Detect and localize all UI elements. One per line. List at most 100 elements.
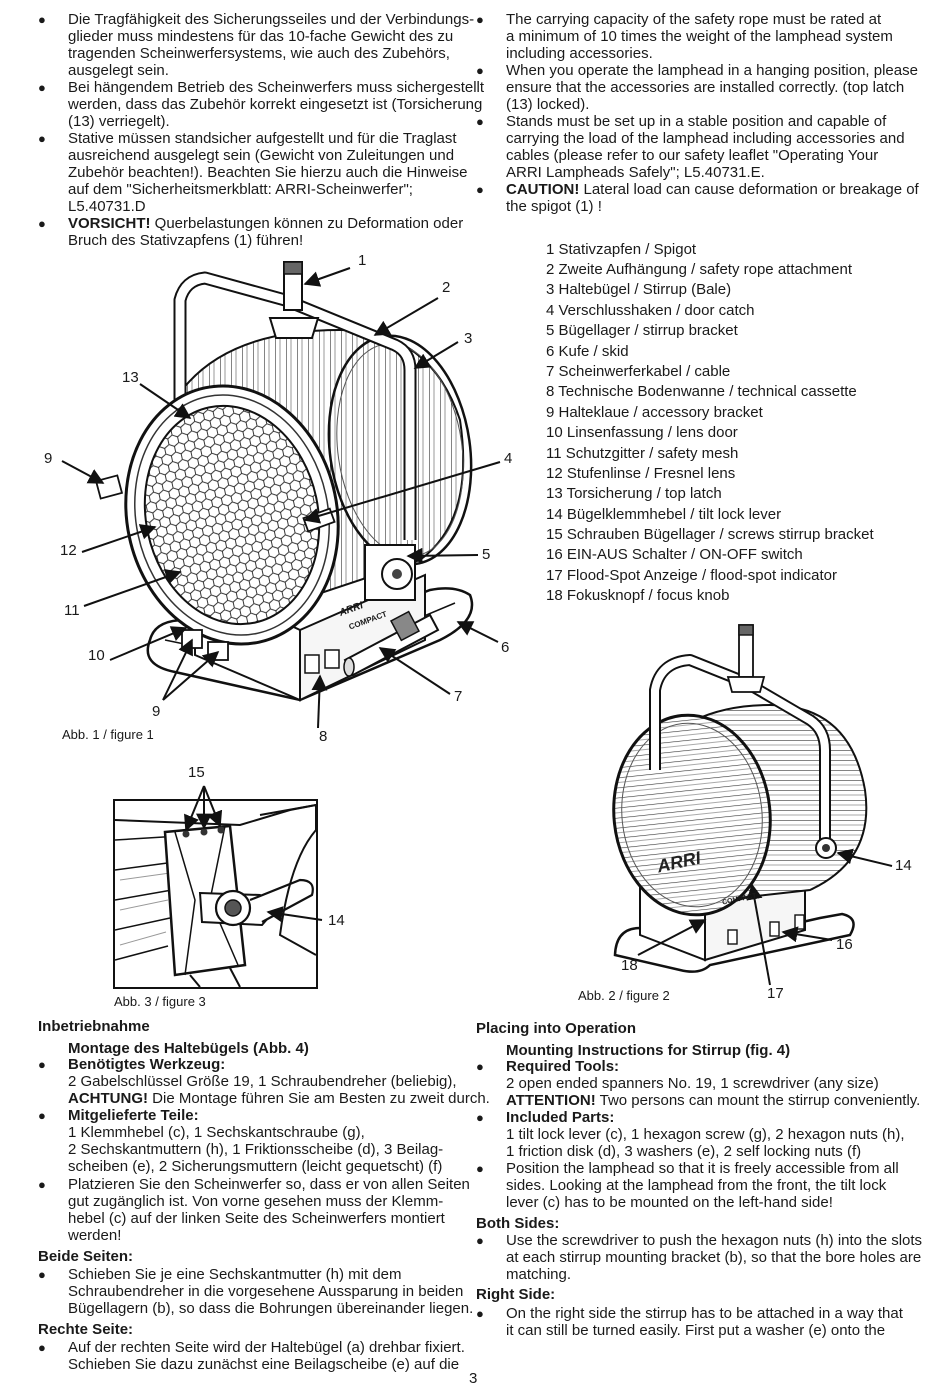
legend-item: 18 Fokusknopf / focus knob [546,587,730,604]
text-line: Bruch des Stativzapfens (1) führen! [68,232,304,249]
fig1-callout-1: 1 [358,252,367,269]
text-line: 1 Klemmhebel (c), 1 Sechskantschraube (g… [68,1124,365,1141]
fig1-cassette [194,573,426,702]
fig1-callout-6: 6 [501,639,510,656]
text-line: On the right side the stirrup has to be … [506,1305,903,1322]
bullet-dot: ● [38,80,46,95]
text-line: auf dem "Sicherheitsmerkblatt: ARRI-Sche… [68,181,413,198]
text-line: ausreichend ausgelegt sein (Gewicht von … [68,147,455,164]
fig1-lens-door [124,384,340,646]
text-line: ARRI Lampheads Safely"; L5.40731.E. [506,164,765,181]
bullet-dot: ● [38,1340,46,1355]
bullet-dot: ● [38,131,46,146]
fig1-callout-13: 13 [122,369,139,386]
text-line: matching. [506,1266,572,1283]
fig1-callout-10: 10 [88,647,105,664]
text-line: 1 friction disk (d), 3 washers (e), 2 se… [506,1143,862,1160]
caution-label: VORSICHT! [68,215,151,232]
legend-item: 16 EIN-AUS Schalter / ON-OFF switch [546,546,803,563]
legend-item: 11 Schutzgitter / safety mesh [546,445,739,462]
fig2-stirrup [649,654,831,850]
fig3-frame [113,799,318,989]
bullet-dot: ● [38,1108,46,1123]
text-line: Schieben Sie je eine Sechskantmutter (h)… [68,1266,402,1283]
text-line: Lateral load can cause deformation or br… [579,181,919,198]
fig2-callout-16: 16 [836,936,853,953]
en-subtitle: Mounting Instructions for Stirrup (fig. … [506,1042,791,1059]
text-line: 1 tilt lock lever (c), 1 hexagon screw (… [506,1126,905,1143]
legend-item: 15 Schrauben Bügellager / screws stirrup… [546,526,874,543]
fig3-leader-lines [184,785,323,923]
fig1-brackets [94,474,416,661]
text-line: ensure that the accessories are installe… [506,79,905,96]
text-line: Bügellagern (b), so dass die Bohrungen ü… [68,1300,474,1317]
text-line: 2 open ended spanners No. 19, 1 screwdri… [506,1075,879,1092]
text-line: L5.40731.D [68,198,146,215]
bullet-dot: ● [38,12,46,27]
de-right-side-heading: Rechte Seite: [38,1321,134,1338]
legend-item: 14 Bügelklemmhebel / tilt lock lever [546,506,782,523]
text-line: Use the screwdriver to push the hexagon … [506,1232,923,1249]
attention-label: ACHTUNG! [68,1090,148,1107]
legend-item: 13 Torsicherung / top latch [546,485,722,502]
de-section-title: Inbetriebnahme [38,1018,150,1035]
text-line: gut zugänglich ist. Von vorne gesehen mu… [68,1193,444,1210]
text-line: Auf der rechten Seite wird der Haltebüge… [68,1339,465,1356]
parts-label: Mitgelieferte Teile: [68,1107,199,1124]
text-line: Platzieren Sie den Scheinwerfer so, dass… [68,1176,470,1193]
text-line: werden! [68,1227,122,1244]
text-line: (13) verriegelt). [68,113,170,130]
text-line: Two persons can mount the stirrup conven… [595,1092,921,1109]
legend-item: 3 Haltebügel / Stirrup (Bale) [546,281,732,298]
text-line: Querbelastungen können zu Deformation od… [150,215,464,232]
fig1-callout-7: 7 [454,688,463,705]
fig1-brand-logo: ARRI [337,600,365,619]
fig2-callout-14: 14 [895,857,912,874]
legend-item: 1 Stativzapfen / Spigot [546,241,697,258]
fig1-callout-12: 12 [60,542,77,559]
bullet-dot: ● [476,63,484,78]
text-line: Zubehör beachten!). Beachten Sie hierzu … [68,164,468,181]
en-both-sides-heading: Both Sides: [476,1215,560,1232]
legend-item: 7 Scheinwerferkabel / cable [546,363,731,380]
text-line: sides. Looking at the lamphead from the … [506,1177,887,1194]
bullet-dot: ● [476,1233,484,1248]
fig2-tilt-lever [815,837,837,859]
bullet-dot: ● [38,1177,46,1192]
text-line: Stative müssen standsicher aufgestellt u… [68,130,457,147]
legend-item: 6 Kufe / skid [546,343,629,360]
de-both-sides-heading: Beide Seiten: [38,1248,134,1265]
fig2-callout-17: 17 [767,985,784,1002]
bullet-dot: ● [38,1057,46,1072]
tools-label: Required Tools: [506,1058,620,1075]
fig3-detail [115,803,316,987]
fig2-caption: Abb. 2 / figure 2 [578,988,670,1003]
text-line: Schraubendreher in die vorgesehene Aussp… [68,1283,464,1300]
bullet-dot: ● [476,1306,484,1321]
bullet-dot: ● [38,216,46,231]
parts-label: Included Parts: [506,1109,615,1126]
text-line: the spigot (1) ! [506,198,602,215]
text-line: 2 Sechskantmuttern (h), 1 Friktionsschei… [68,1141,444,1158]
fig3-callout-14: 14 [328,912,345,929]
text-line: carrying the load of the lamphead includ… [506,130,905,147]
text-line: it can still be turned easily. First put… [506,1322,886,1339]
text-line: 2 Gabelschlüssel Größe 19, 1 Schraubendr… [68,1073,457,1090]
fig1-leader-lines [61,267,501,729]
text-line: at each stirrup mounting bracket (b), so… [506,1249,922,1266]
text-line: lever (c) has to be mounted on the left-… [506,1194,833,1211]
legend-item: 8 Technische Bodenwanne / technical cass… [546,383,857,400]
fig1-skid [146,587,474,702]
legend-item: 2 Zweite Aufhängung / safety rope attach… [546,261,853,278]
fig1-stirrup [173,271,417,540]
legend-item: 12 Stufenlinse / Fresnel lens [546,465,736,482]
text-line: The carrying capacity of the safety rope… [506,11,882,28]
fig1-callout-4: 4 [504,450,513,467]
text-line: hebel (c) auf der linken Seite des Schei… [68,1210,445,1227]
text-line: Stands must be set up in a stable positi… [506,113,887,130]
fig1-housing [173,328,473,602]
tools-label: Benötigtes Werkzeug: [68,1056,226,1073]
text-line: including accessories. [506,45,653,62]
fig1-callout-8: 8 [319,728,328,745]
text-line: cables (please refer to our safety leafl… [506,147,879,164]
